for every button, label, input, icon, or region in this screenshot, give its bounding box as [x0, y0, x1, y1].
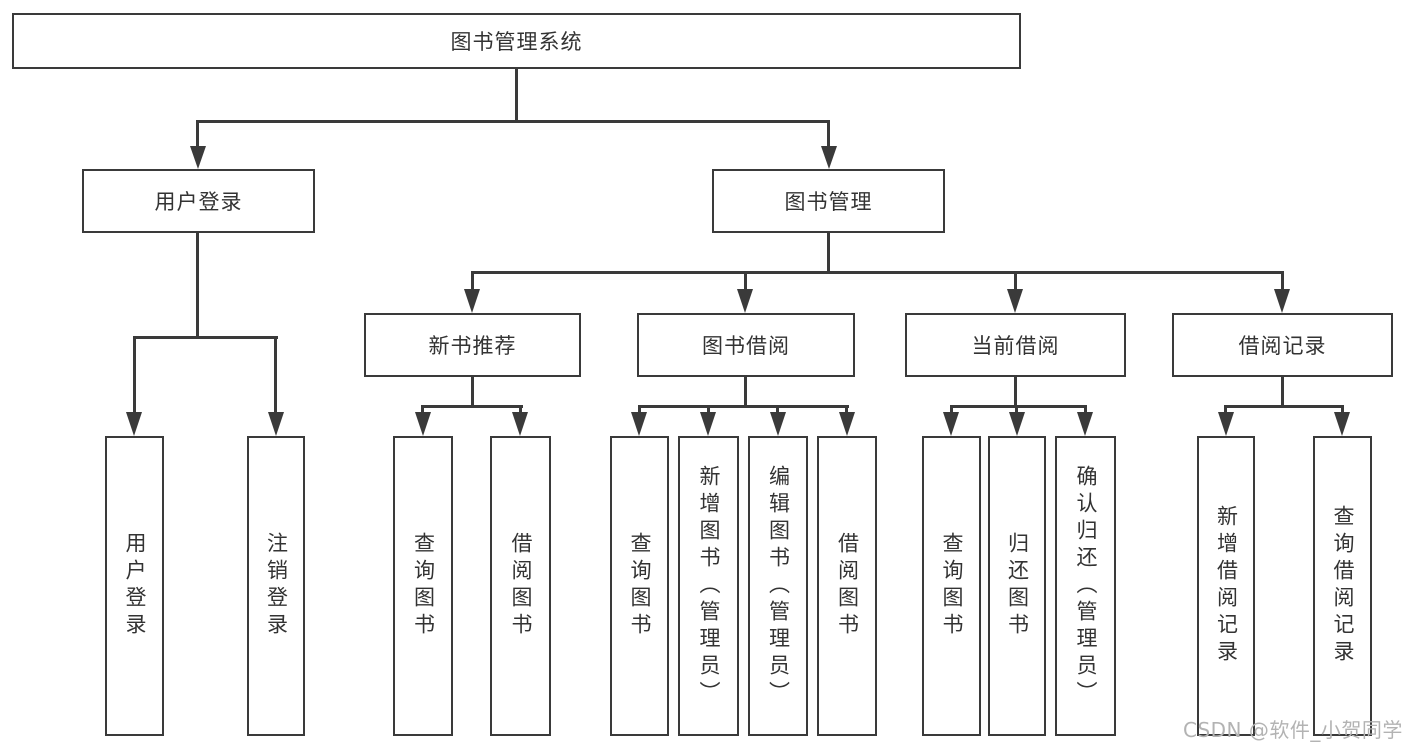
node-label: 当前借阅: [971, 334, 1060, 358]
arrowhead-icon: [415, 412, 431, 436]
connector-bb-trunk: [744, 377, 747, 408]
node-label: 借阅记录: [1238, 334, 1327, 358]
arrowhead-icon: [1274, 289, 1290, 313]
connector-to-bb-edit: [776, 405, 779, 415]
connector-root-trunk: [515, 69, 518, 122]
arrowhead-icon: [1007, 289, 1023, 313]
connector-to-cb-query: [950, 405, 953, 415]
node-label: 图书借阅: [702, 334, 790, 358]
connector-to-bb-query: [638, 405, 641, 415]
connector-to-new-book-recommend: [471, 271, 474, 292]
connector-to-user-login: [196, 120, 199, 148]
connector-to-nb-query: [421, 405, 424, 415]
leaf-bb-edit-book: 编辑图书（管理员）: [748, 436, 808, 736]
arrowhead-icon: [512, 412, 528, 436]
connector-cb-rail: [950, 405, 1087, 408]
leaf-rec-query-record: 查询借阅记录: [1313, 436, 1372, 736]
leaf-bb-query-book: 查询图书: [610, 436, 669, 736]
node-book-borrow: 图书借阅: [637, 313, 855, 377]
leaf-label: 归还图书: [1005, 532, 1030, 640]
leaf-label: 新增借阅记录: [1214, 505, 1239, 667]
connector-book-mgmt-trunk: [827, 233, 830, 273]
connector-level1-rail: [196, 120, 830, 123]
node-new-book-recommend: 新书推荐: [364, 313, 581, 377]
leaf-label: 查询图书: [628, 532, 652, 640]
arrowhead-icon: [126, 412, 142, 436]
arrowhead-icon: [821, 146, 837, 169]
connector-to-rec-query: [1341, 405, 1344, 415]
leaf-label: 借阅图书: [835, 532, 860, 640]
arrowhead-icon: [190, 146, 206, 169]
connector-to-book-borrow: [744, 271, 747, 292]
arrowhead-icon: [770, 412, 786, 436]
node-borrow-records: 借阅记录: [1172, 313, 1393, 377]
connector-user-login-rail: [133, 336, 278, 339]
node-label: 新书推荐: [428, 334, 517, 358]
connector-rec-trunk: [1281, 377, 1284, 408]
connector-to-rec-add: [1224, 405, 1227, 415]
node-book-management: 图书管理: [712, 169, 945, 233]
leaf-label: 新增图书（管理员）: [697, 464, 721, 708]
connector-to-leaf-logout: [274, 336, 277, 415]
connector-to-current-borrow: [1014, 271, 1017, 292]
arrowhead-icon: [1218, 412, 1234, 436]
leaf-label: 查询图书: [940, 532, 964, 640]
connector-to-borrow-records: [1281, 271, 1284, 292]
connector-to-cb-confirm: [1084, 405, 1087, 415]
connector-nb-rail: [421, 405, 523, 408]
node-library-management-system: 图书管理系统: [12, 13, 1021, 69]
leaf-nb-borrow-book: 借阅图书: [490, 436, 551, 736]
connector-to-bb-add: [707, 405, 710, 415]
leaf-bb-borrow-book: 借阅图书: [817, 436, 877, 736]
leaf-label: 查询借阅记录: [1331, 505, 1355, 667]
leaf-bb-add-book: 新增图书（管理员）: [678, 436, 739, 736]
leaf-user-login: 用户登录: [105, 436, 164, 736]
leaf-label: 查询图书: [411, 532, 436, 640]
connector-bb-rail: [638, 405, 849, 408]
leaf-label: 确认归还（管理员）: [1074, 464, 1098, 708]
node-label: 图书管理: [784, 190, 873, 214]
node-label: 用户登录: [154, 190, 243, 214]
connector-cb-trunk: [1014, 377, 1017, 408]
connector-to-cb-return: [1015, 405, 1018, 415]
leaf-logout: 注销登录: [247, 436, 305, 736]
node-user-login: 用户登录: [82, 169, 315, 233]
leaf-cb-return-book: 归还图书: [988, 436, 1046, 736]
leaf-nb-query-book: 查询图书: [393, 436, 453, 736]
csdn-watermark: CSDN @软件_小贺同学: [1183, 718, 1403, 742]
node-label: 图书管理系统: [450, 30, 583, 54]
arrowhead-icon: [943, 412, 959, 436]
leaf-rec-add-record: 新增借阅记录: [1197, 436, 1255, 736]
connector-to-book-management: [827, 120, 830, 148]
leaf-label: 用户登录: [123, 532, 147, 640]
leaf-label: 编辑图书（管理员）: [766, 464, 791, 708]
connector-to-leaf-user-login: [133, 336, 136, 415]
arrowhead-icon: [631, 412, 647, 436]
arrowhead-icon: [737, 289, 753, 313]
arrowhead-icon: [700, 412, 716, 436]
leaf-cb-query-book: 查询图书: [922, 436, 981, 736]
connector-nb-trunk: [471, 377, 474, 408]
arrowhead-icon: [464, 289, 480, 313]
leaf-cb-confirm-return: 确认归还（管理员）: [1055, 436, 1116, 736]
leaf-label: 注销登录: [264, 532, 289, 640]
arrowhead-icon: [268, 412, 284, 436]
arrowhead-icon: [839, 412, 855, 436]
leaf-label: 借阅图书: [509, 532, 533, 640]
arrowhead-icon: [1009, 412, 1025, 436]
connector-level3-rail: [471, 271, 1284, 274]
node-current-borrow: 当前借阅: [905, 313, 1126, 377]
connector-rec-rail: [1224, 405, 1344, 408]
connector-user-login-trunk: [196, 233, 199, 339]
connector-to-bb-borrow: [845, 405, 848, 415]
connector-to-nb-borrow: [519, 405, 522, 415]
arrowhead-icon: [1077, 412, 1093, 436]
arrowhead-icon: [1334, 412, 1350, 436]
